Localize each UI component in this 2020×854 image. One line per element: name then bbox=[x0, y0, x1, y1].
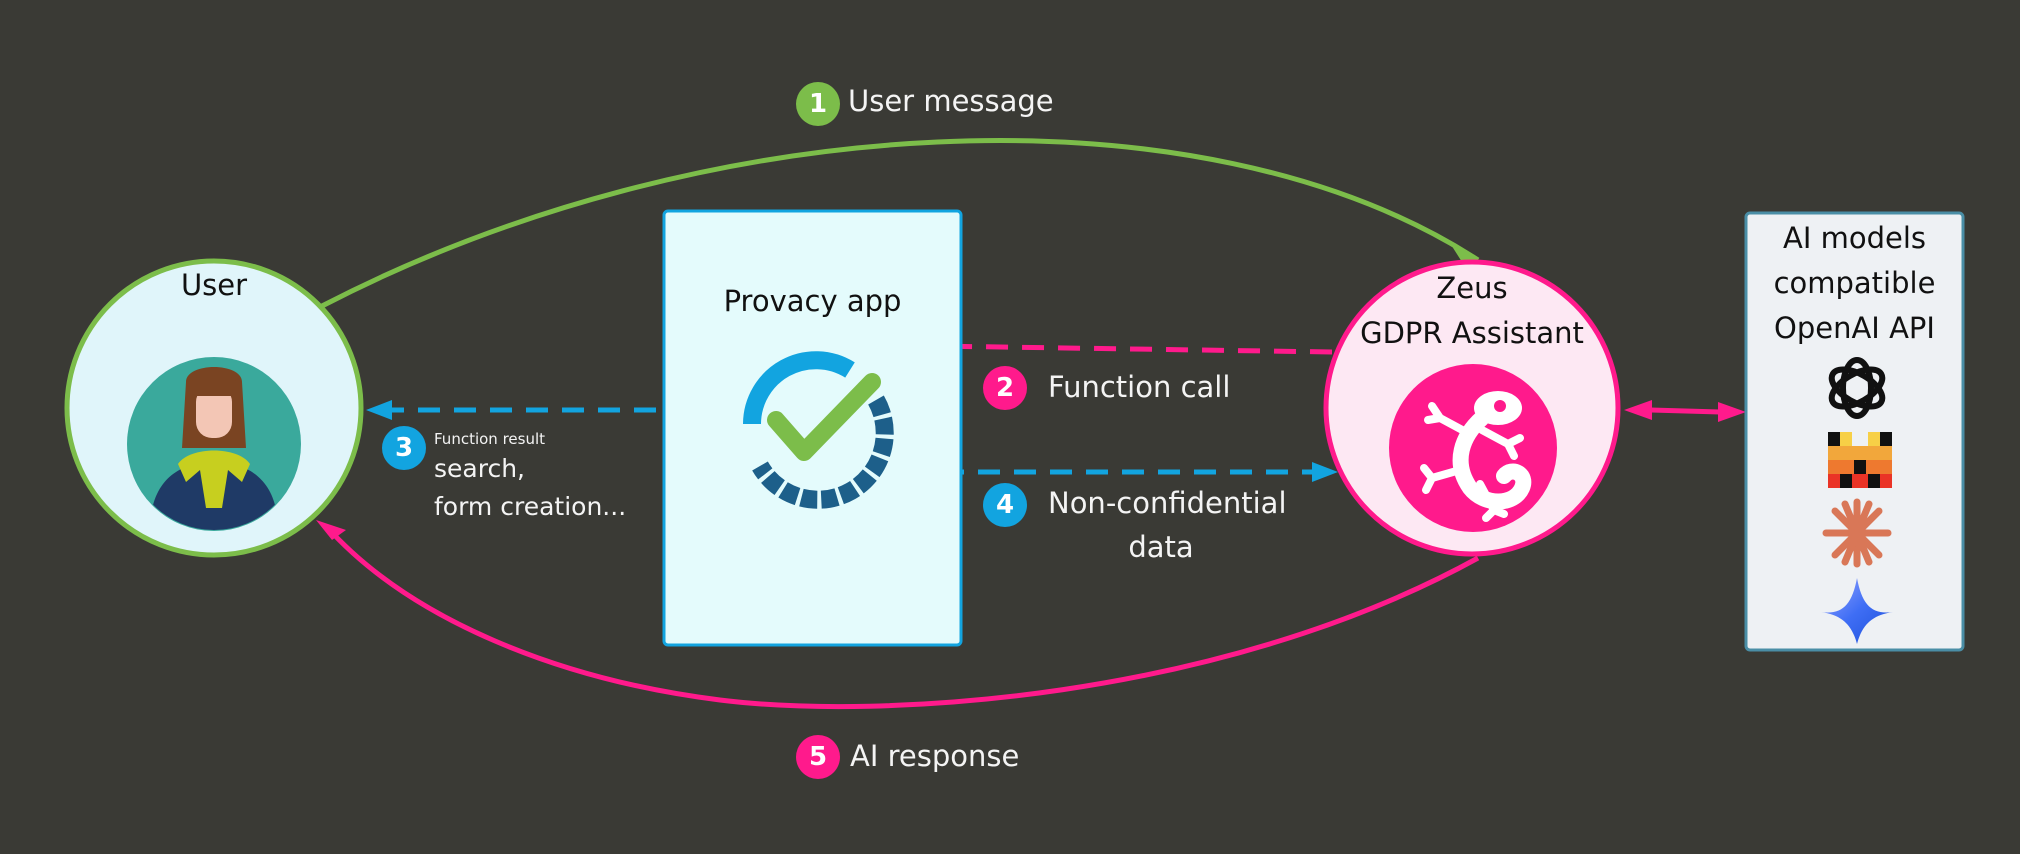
woman-avatar-icon bbox=[127, 357, 301, 531]
provacy-check-logo-icon bbox=[743, 351, 894, 509]
step-4-label-line2: data bbox=[1128, 530, 1194, 564]
openai-icon bbox=[1828, 357, 1886, 419]
arrow-function-call bbox=[931, 343, 1333, 355]
zeus-assistant-title-line1: Zeus bbox=[1436, 271, 1508, 305]
ai-models-title: AI models compatible OpenAI API bbox=[1746, 216, 1963, 351]
step-2-badge: 2 bbox=[983, 366, 1027, 410]
ai-models-title-line1: AI models bbox=[1782, 221, 1927, 255]
arrow-assistant-models-head-left bbox=[1624, 400, 1652, 420]
step-1-badge: 1 bbox=[796, 82, 840, 126]
step-4-label-line1: Non-confidential bbox=[1048, 486, 1287, 520]
ai-models-title-line3: OpenAI API bbox=[1774, 311, 1935, 345]
ai-models-title-line2: compatible bbox=[1773, 266, 1936, 300]
arrow-assistant-models bbox=[1649, 407, 1721, 415]
step-5-badge: 5 bbox=[796, 735, 840, 779]
zeus-assistant-title: Zeus GDPR Assistant bbox=[1342, 266, 1602, 356]
user-node-title: User bbox=[180, 268, 248, 302]
mistral-icon bbox=[1828, 432, 1892, 488]
gemini-icon bbox=[1821, 578, 1893, 644]
gecko-logo-icon bbox=[1420, 391, 1532, 522]
arrow-ai-response bbox=[324, 524, 1480, 710]
step-1-label: User message bbox=[848, 84, 1054, 118]
provacy-app-title: Provacy app bbox=[723, 284, 902, 318]
ai-models-panel bbox=[1744, 211, 1965, 652]
zeus-logo-background bbox=[1389, 364, 1557, 532]
step-3-badge: 3 bbox=[382, 426, 426, 470]
arrow-function-result-head bbox=[366, 400, 392, 420]
step-5-label: AI response bbox=[850, 739, 1020, 773]
step-3-label-small: Function result bbox=[434, 430, 546, 448]
arrow-assistant-models-head-right bbox=[1718, 402, 1746, 422]
zeus-assistant-title-line2: GDPR Assistant bbox=[1360, 316, 1584, 350]
step-3-label-line2: form creation... bbox=[434, 492, 627, 521]
step-4-badge: 4 bbox=[983, 483, 1027, 527]
arrow-non-confidential-data-head bbox=[1312, 462, 1338, 482]
arrow-ai-response-head bbox=[316, 520, 346, 540]
step-2-label: Function call bbox=[1048, 370, 1231, 404]
arrow-user-message-head bbox=[1440, 240, 1478, 264]
step-3-label-line1: search, bbox=[434, 454, 525, 483]
claude-icon bbox=[1822, 498, 1892, 568]
arrow-user-message bbox=[320, 138, 1480, 309]
provacy-app-panel bbox=[662, 209, 963, 647]
